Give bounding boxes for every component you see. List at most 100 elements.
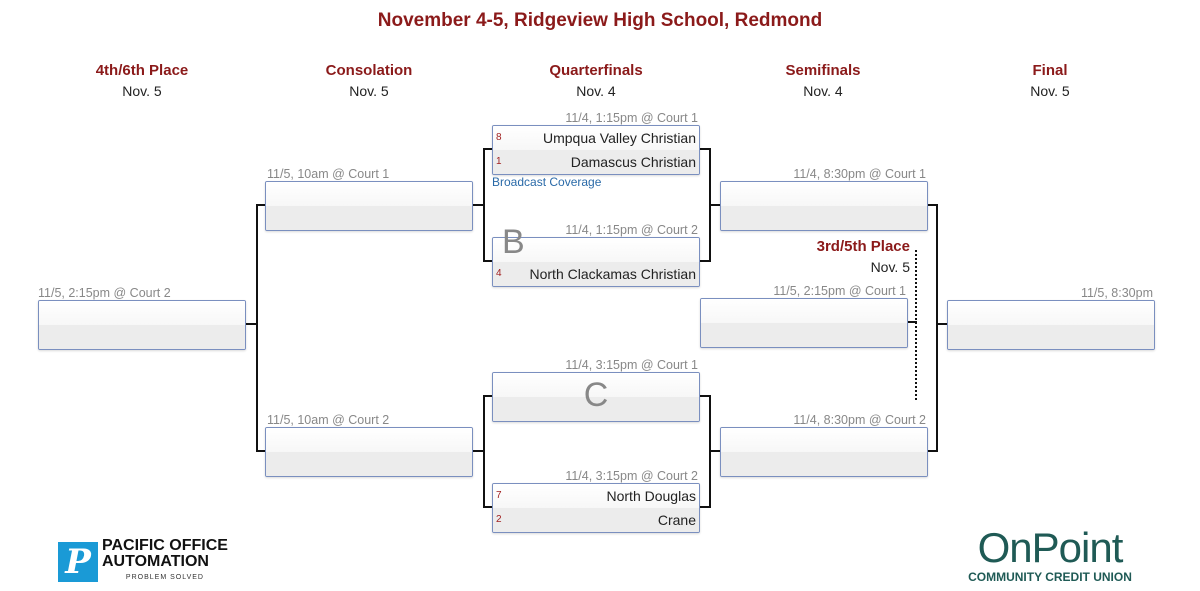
connector-line [483,506,493,508]
connector-line [928,204,938,206]
match-qf1[interactable]: 11/4, 1:15pm @ Court 1 8 Umpqua Valley Ch… [492,111,700,189]
team-row[interactable] [701,299,907,323]
connector-line [936,323,947,325]
match-consolation-1[interactable]: 11/5, 10am @ Court 1 [265,167,473,231]
sponsor-sub: COMMUNITY CREDIT UNION [968,570,1132,584]
team-name: North Douglas [606,488,697,504]
connector-line [256,450,266,452]
match-label: 11/4, 1:15pm @ Court 2 [565,223,698,237]
seed: 7 [496,490,502,501]
onpoint-logo: OnPoint COMMUNITY CREDIT UNION [960,524,1140,585]
column-heading: Consolation [325,62,413,79]
column-heading: 3rd/5th Place [816,238,910,255]
team-row[interactable]: 1 Damascus Christian [493,150,699,174]
match-label: 11/4, 8:30pm @ Court 2 [793,413,926,427]
match-final[interactable]: 11/5, 8:30pm [947,286,1155,350]
team-row[interactable]: 7 North Douglas [493,484,699,508]
team-row[interactable] [721,182,927,206]
sponsor-line: AUTOMATION [102,553,209,570]
connector-line [246,323,257,325]
sponsor-line: PACIFIC OFFICE [102,537,228,554]
connector-line [700,260,711,262]
team-name: Umpqua Valley Christian [542,130,696,146]
connector-line [709,450,720,452]
column-date: Nov. 4 [803,83,843,99]
column-date: Nov. 5 [349,83,389,99]
column-date: Nov. 5 [122,83,162,99]
connector-line [483,260,493,262]
team-row[interactable] [721,452,927,476]
match-label: 11/4, 8:30pm @ Court 1 [793,167,926,181]
match-sf2[interactable]: 11/4, 8:30pm @ Court 2 [720,413,928,477]
team-row[interactable] [721,206,927,230]
seed: 8 [496,132,502,143]
sponsor-name: OnPoint [977,524,1124,571]
connector-line [256,204,266,206]
broadcast-coverage-link[interactable]: Broadcast Coverage [492,175,602,189]
page-title: November 4-5, Ridgeview High School, Red… [377,10,823,31]
match-label: 11/4, 3:15pm @ Court 2 [565,469,698,483]
match-label: 11/5, 8:30pm [1080,286,1153,300]
connector-line [936,204,938,452]
match-label: 11/5, 2:15pm @ Court 1 [773,284,906,298]
team-row[interactable] [493,373,699,397]
team-name: Damascus Christian [570,154,696,170]
team-row[interactable]: 8 Umpqua Valley Christian [493,126,699,150]
column-heading: Quarterfinals [549,62,643,79]
connector-line [483,148,485,262]
match-4th-6th[interactable]: 11/5, 2:15pm @ Court 2 [38,286,246,350]
connector-line [473,450,484,452]
match-sf1[interactable]: 11/4, 8:30pm @ Court 1 [720,167,928,231]
column-heading: Semifinals [785,62,861,79]
match-label: 11/5, 2:15pm @ Court 2 [38,286,171,300]
team-name: Crane [657,512,696,528]
connector-line [928,450,938,452]
connector-line [908,321,917,323]
team-row[interactable] [266,452,472,476]
team-row[interactable] [39,325,245,349]
pacific-office-automation-logo: P PACIFIC OFFICE AUTOMATION PROBLEM SOLV… [58,538,228,586]
connector-line [483,395,493,397]
sponsor-tagline: PROBLEM SOLVED [125,574,204,581]
match-label: 11/4, 3:15pm @ Court 1 [565,358,698,372]
connector-line [483,148,493,150]
bracket-letter: C [583,376,609,414]
team-row[interactable] [721,428,927,452]
bracket-letter: B [502,223,525,261]
team-row[interactable] [493,238,699,262]
match-qf3[interactable]: 11/4, 3:15pm @ Court 1 C [492,358,700,422]
team-row[interactable] [266,428,472,452]
match-label: 11/5, 10am @ Court 1 [267,167,390,181]
team-row[interactable] [493,397,699,421]
connector-line [700,395,711,397]
team-row[interactable] [266,182,472,206]
dotted-connector [915,250,917,400]
match-label: 11/4, 1:15pm @ Court 1 [565,111,698,125]
connector-line [256,204,258,452]
team-row[interactable] [701,323,907,347]
column-date: Nov. 5 [1030,83,1070,99]
team-name: North Clackamas Christian [529,266,697,282]
connector-line [483,395,485,508]
team-row[interactable] [948,325,1154,349]
connector-line [700,148,711,150]
team-row[interactable] [948,301,1154,325]
seed: 1 [496,156,502,167]
column-heading: Final [1032,62,1068,79]
team-row[interactable] [266,206,472,230]
match-label: 11/5, 10am @ Court 2 [267,413,390,427]
team-row[interactable] [39,301,245,325]
match-3rd-5th[interactable]: 11/5, 2:15pm @ Court 1 [700,284,908,348]
match-consolation-2[interactable]: 11/5, 10am @ Court 2 [265,413,473,477]
column-date: Nov. 5 [870,259,910,275]
